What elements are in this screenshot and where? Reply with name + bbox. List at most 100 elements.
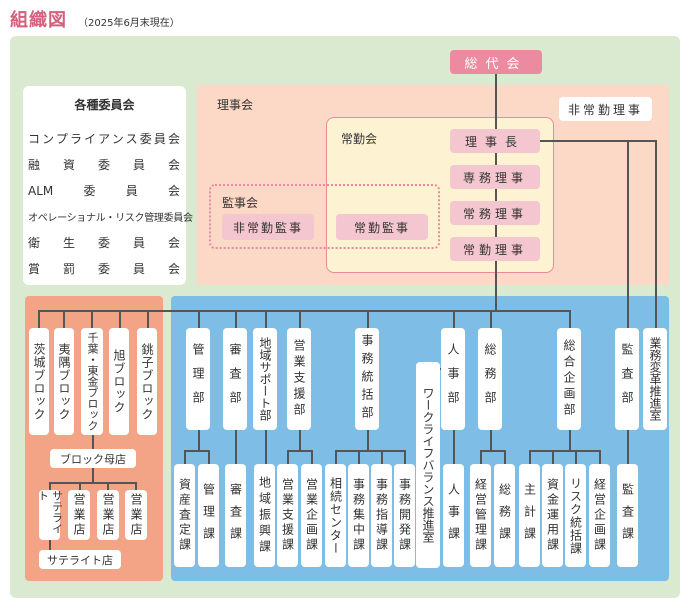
wlb-office: ワークライフバランス推進室 [416, 362, 440, 568]
executive-director-box: 常勤理事 [450, 237, 540, 261]
committee-item: 賞罰委員会 [28, 262, 180, 276]
satellite-box: サテライト [37, 490, 64, 540]
dept-soumu: 総務部 [478, 328, 502, 430]
connector-line [208, 450, 210, 464]
dept-kanri: 管理部 [186, 328, 210, 430]
section-keiei-kanri: 経営管理課 [470, 464, 491, 567]
page-title: 組織図 [10, 10, 67, 31]
dept-jinji: 人事部 [441, 328, 465, 430]
section-eigyo-kikaku: 営業企画課 [301, 464, 322, 567]
connector-line [184, 450, 210, 452]
section-keiei-kikaku: 経営企画課 [589, 464, 610, 567]
connector-line [575, 450, 577, 464]
connector-line [38, 310, 571, 312]
connector-line [92, 468, 94, 482]
connector-line [453, 310, 455, 328]
connector-line [265, 310, 267, 328]
section-soumu: 総務課 [494, 464, 515, 567]
committee-item: ALM委員会 [28, 184, 180, 198]
committee-item: オペレーショナル・リスク管理委員会 [28, 213, 193, 224]
connector-line [49, 482, 51, 490]
connector-line [358, 450, 360, 464]
section-jinji: 人事課 [443, 464, 464, 567]
connector-line [147, 310, 149, 328]
block-ibaraki: 茨城ブロック [29, 328, 49, 435]
block-chiba-togane: 千葉・東金ブロック [81, 328, 103, 435]
connector-line [107, 482, 109, 490]
section-jimu-shido: 事務指導課 [371, 464, 392, 567]
branch-box: 営業店 [125, 490, 147, 540]
block-asahi: 旭ブロック [109, 328, 129, 435]
satellite-store-box: サテライト店 [39, 550, 121, 569]
dept-eigyo-shien: 営業支援部 [287, 328, 311, 430]
dept-kansa: 監査部 [615, 328, 639, 430]
connector-line [367, 310, 369, 328]
committee-title: 各種委員会 [74, 98, 135, 112]
section-shinsa: 審査課 [225, 464, 246, 567]
connector-line [287, 450, 289, 464]
connector-line [49, 540, 51, 550]
dept-sogo-kikaku: 総合企画部 [557, 328, 581, 430]
managing-director-box: 常務理事 [450, 201, 540, 225]
connector-line [38, 310, 40, 328]
board-label: 理事会 [217, 98, 254, 112]
connector-line [540, 140, 656, 142]
connector-line [569, 430, 571, 450]
page-subtitle: （2025年6月末現在） [78, 18, 180, 29]
general-assembly-box: 総代会 [450, 50, 542, 74]
connector-line [335, 450, 337, 464]
dept-jimu-tokatsu: 事務統括部 [355, 328, 379, 430]
connector-line [627, 430, 629, 464]
section-jimu-shuchu: 事務集中課 [348, 464, 369, 567]
section-chiiki-shinko: 地域振興課 [254, 464, 275, 567]
connector-line [287, 450, 313, 452]
branch-box: 営業店 [68, 490, 90, 540]
section-kansa: 監査課 [617, 464, 638, 567]
section-shikin-unyo: 資金運用課 [542, 464, 563, 567]
connector-line [552, 450, 554, 464]
connector-line [49, 482, 137, 484]
connector-line [235, 310, 237, 328]
section-jimu-kaihatsu: 事務開発課 [394, 464, 415, 567]
connector-line [184, 450, 186, 464]
connector-line [135, 482, 137, 490]
president-box: 理事長 [450, 129, 540, 153]
section-sozoku-center: 相続センター [325, 464, 346, 567]
connector-line [119, 310, 121, 328]
committee-item: 衛生委員会 [28, 236, 180, 250]
non-executive-director-box: 非常勤理事 [559, 97, 652, 121]
block-isumi: 夷隅ブロック [54, 328, 74, 435]
connector-line [627, 140, 629, 328]
connector-line [480, 450, 482, 464]
auditor-area [209, 184, 440, 249]
committee-item: コンプライアンス委員会 [28, 132, 180, 146]
dept-shinsa: 審査部 [223, 328, 247, 430]
connector-line [92, 435, 94, 449]
section-eigyo-shien: 営業支援課 [277, 464, 298, 567]
connector-line [569, 310, 571, 328]
connector-line [480, 450, 506, 452]
connector-line [529, 450, 531, 464]
senior-managing-director-box: 専務理事 [450, 165, 540, 189]
connector-line [299, 430, 301, 450]
executive-meeting-label: 常勤会 [341, 132, 378, 146]
connector-line [299, 310, 301, 328]
committee-item: 融資委員会 [28, 158, 180, 172]
section-shisan-satei: 資産査定課 [174, 464, 195, 567]
connector-line [198, 430, 200, 450]
section-risk-tokatsu: リスク統括課 [565, 464, 586, 567]
block-choshi: 銚子ブロック [137, 328, 157, 435]
connector-line [311, 450, 313, 464]
committee-panel [23, 86, 186, 285]
connector-line [335, 450, 406, 452]
connector-line [63, 310, 65, 328]
connector-line [381, 450, 383, 464]
non-executive-auditor-box: 非常勤監事 [222, 214, 314, 240]
connector-line [235, 430, 237, 464]
connector-line [490, 430, 492, 450]
connector-line [490, 310, 492, 328]
executive-auditor-box: 常勤監事 [336, 214, 428, 240]
dept-chiiki-support: 地域サポート部 [253, 328, 277, 430]
section-shukei: 主計課 [519, 464, 540, 567]
branch-box: 営業店 [97, 490, 119, 540]
